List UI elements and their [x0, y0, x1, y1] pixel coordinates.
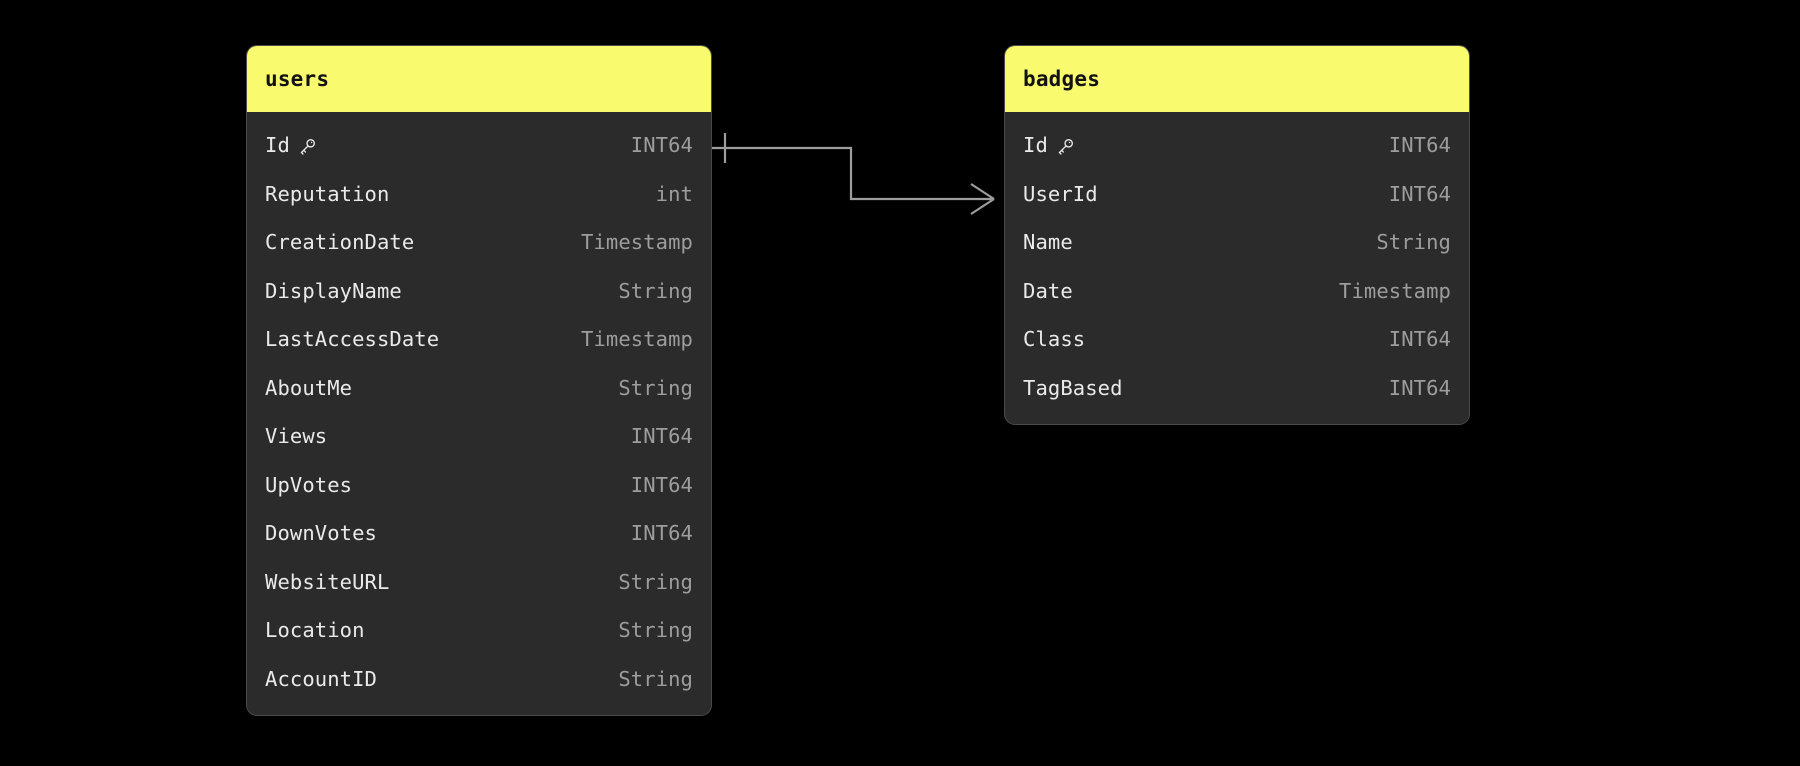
field-type: INT64: [630, 472, 693, 497]
field-row[interactable]: UserId INT64: [1005, 170, 1469, 219]
field-type: INT64: [1388, 375, 1451, 400]
field-label: WebsiteURL: [265, 569, 390, 594]
field-name: UpVotes: [265, 473, 352, 497]
field-type: INT64: [630, 424, 693, 449]
field-label: DownVotes: [265, 521, 377, 546]
field-row[interactable]: Id INT64: [247, 121, 711, 170]
field-name: Id: [1023, 133, 1075, 157]
field-type: INT64: [1388, 327, 1451, 352]
field-row[interactable]: Date Timestamp: [1005, 267, 1469, 316]
field-row[interactable]: DownVotes INT64: [247, 509, 711, 558]
field-label: DisplayName: [265, 278, 402, 303]
field-type: String: [618, 618, 693, 643]
field-row[interactable]: Class INT64: [1005, 315, 1469, 364]
field-type: String: [1376, 230, 1451, 255]
field-type: String: [618, 278, 693, 303]
entity-field-list-users: Id INT64 Reputation: [247, 112, 711, 715]
field-name: DisplayName: [265, 279, 402, 303]
field-type: INT64: [1388, 133, 1451, 158]
field-name: TagBased: [1023, 376, 1123, 400]
field-type: INT64: [1388, 181, 1451, 206]
field-label: UpVotes: [265, 472, 353, 497]
field-label: Id: [265, 133, 290, 158]
field-name: Reputation: [265, 182, 389, 206]
entity-title-users: users: [247, 46, 711, 112]
field-row[interactable]: CreationDate Timestamp: [247, 218, 711, 267]
field-name: Name: [1023, 230, 1073, 254]
field-row[interactable]: WebsiteURL String: [247, 558, 711, 607]
field-type: INT64: [630, 133, 693, 158]
field-row[interactable]: AccountID String: [247, 655, 711, 704]
field-name: UserId: [1023, 182, 1098, 206]
field-label: UserId: [1023, 181, 1098, 206]
field-row[interactable]: Name String: [1005, 218, 1469, 267]
field-name: WebsiteURL: [265, 570, 389, 594]
field-row[interactable]: AboutMe String: [247, 364, 711, 413]
field-name: Location: [265, 618, 365, 642]
field-type: int: [655, 181, 693, 206]
field-label: Location: [265, 618, 365, 643]
entity-card-users[interactable]: users Id INT64: [246, 45, 712, 716]
field-label: Reputation: [265, 181, 390, 206]
field-name: AccountID: [265, 667, 377, 691]
field-type: Timestamp: [581, 327, 693, 352]
field-name: CreationDate: [265, 230, 414, 254]
field-label: Name: [1023, 230, 1073, 255]
cardinality-many-marker: [970, 183, 995, 215]
field-type: Timestamp: [1339, 278, 1451, 303]
field-type: String: [618, 666, 693, 691]
field-label: Class: [1023, 327, 1086, 352]
field-label: Id: [1023, 133, 1048, 158]
field-type: INT64: [630, 521, 693, 546]
field-label: TagBased: [1023, 375, 1123, 400]
entity-field-list-badges: Id INT64 UserId: [1005, 112, 1469, 424]
field-type: String: [618, 569, 693, 594]
field-name: Date: [1023, 279, 1073, 303]
field-label: Date: [1023, 278, 1073, 303]
field-row[interactable]: Location String: [247, 606, 711, 655]
field-name: LastAccessDate: [265, 327, 439, 351]
key-icon: [1056, 137, 1075, 156]
field-label: LastAccessDate: [265, 327, 440, 352]
field-row[interactable]: Id INT64: [1005, 121, 1469, 170]
field-label: Views: [265, 424, 328, 449]
entity-title-badges: badges: [1005, 46, 1469, 112]
field-label: CreationDate: [265, 230, 415, 255]
field-name: AboutMe: [265, 376, 352, 400]
field-name: Id: [265, 133, 317, 157]
key-icon: [298, 137, 317, 156]
field-label: AccountID: [265, 666, 377, 691]
field-row[interactable]: TagBased INT64: [1005, 364, 1469, 413]
entity-card-badges[interactable]: badges Id INT64: [1004, 45, 1470, 425]
field-type: String: [618, 375, 693, 400]
field-row[interactable]: DisplayName String: [247, 267, 711, 316]
field-row[interactable]: Reputation int: [247, 170, 711, 219]
field-label: AboutMe: [265, 375, 353, 400]
field-name: Views: [265, 424, 327, 448]
field-name: Class: [1023, 327, 1085, 351]
field-name: DownVotes: [265, 521, 377, 545]
field-row[interactable]: LastAccessDate Timestamp: [247, 315, 711, 364]
field-row[interactable]: Views INT64: [247, 412, 711, 461]
field-type: Timestamp: [581, 230, 693, 255]
field-row[interactable]: UpVotes INT64: [247, 461, 711, 510]
